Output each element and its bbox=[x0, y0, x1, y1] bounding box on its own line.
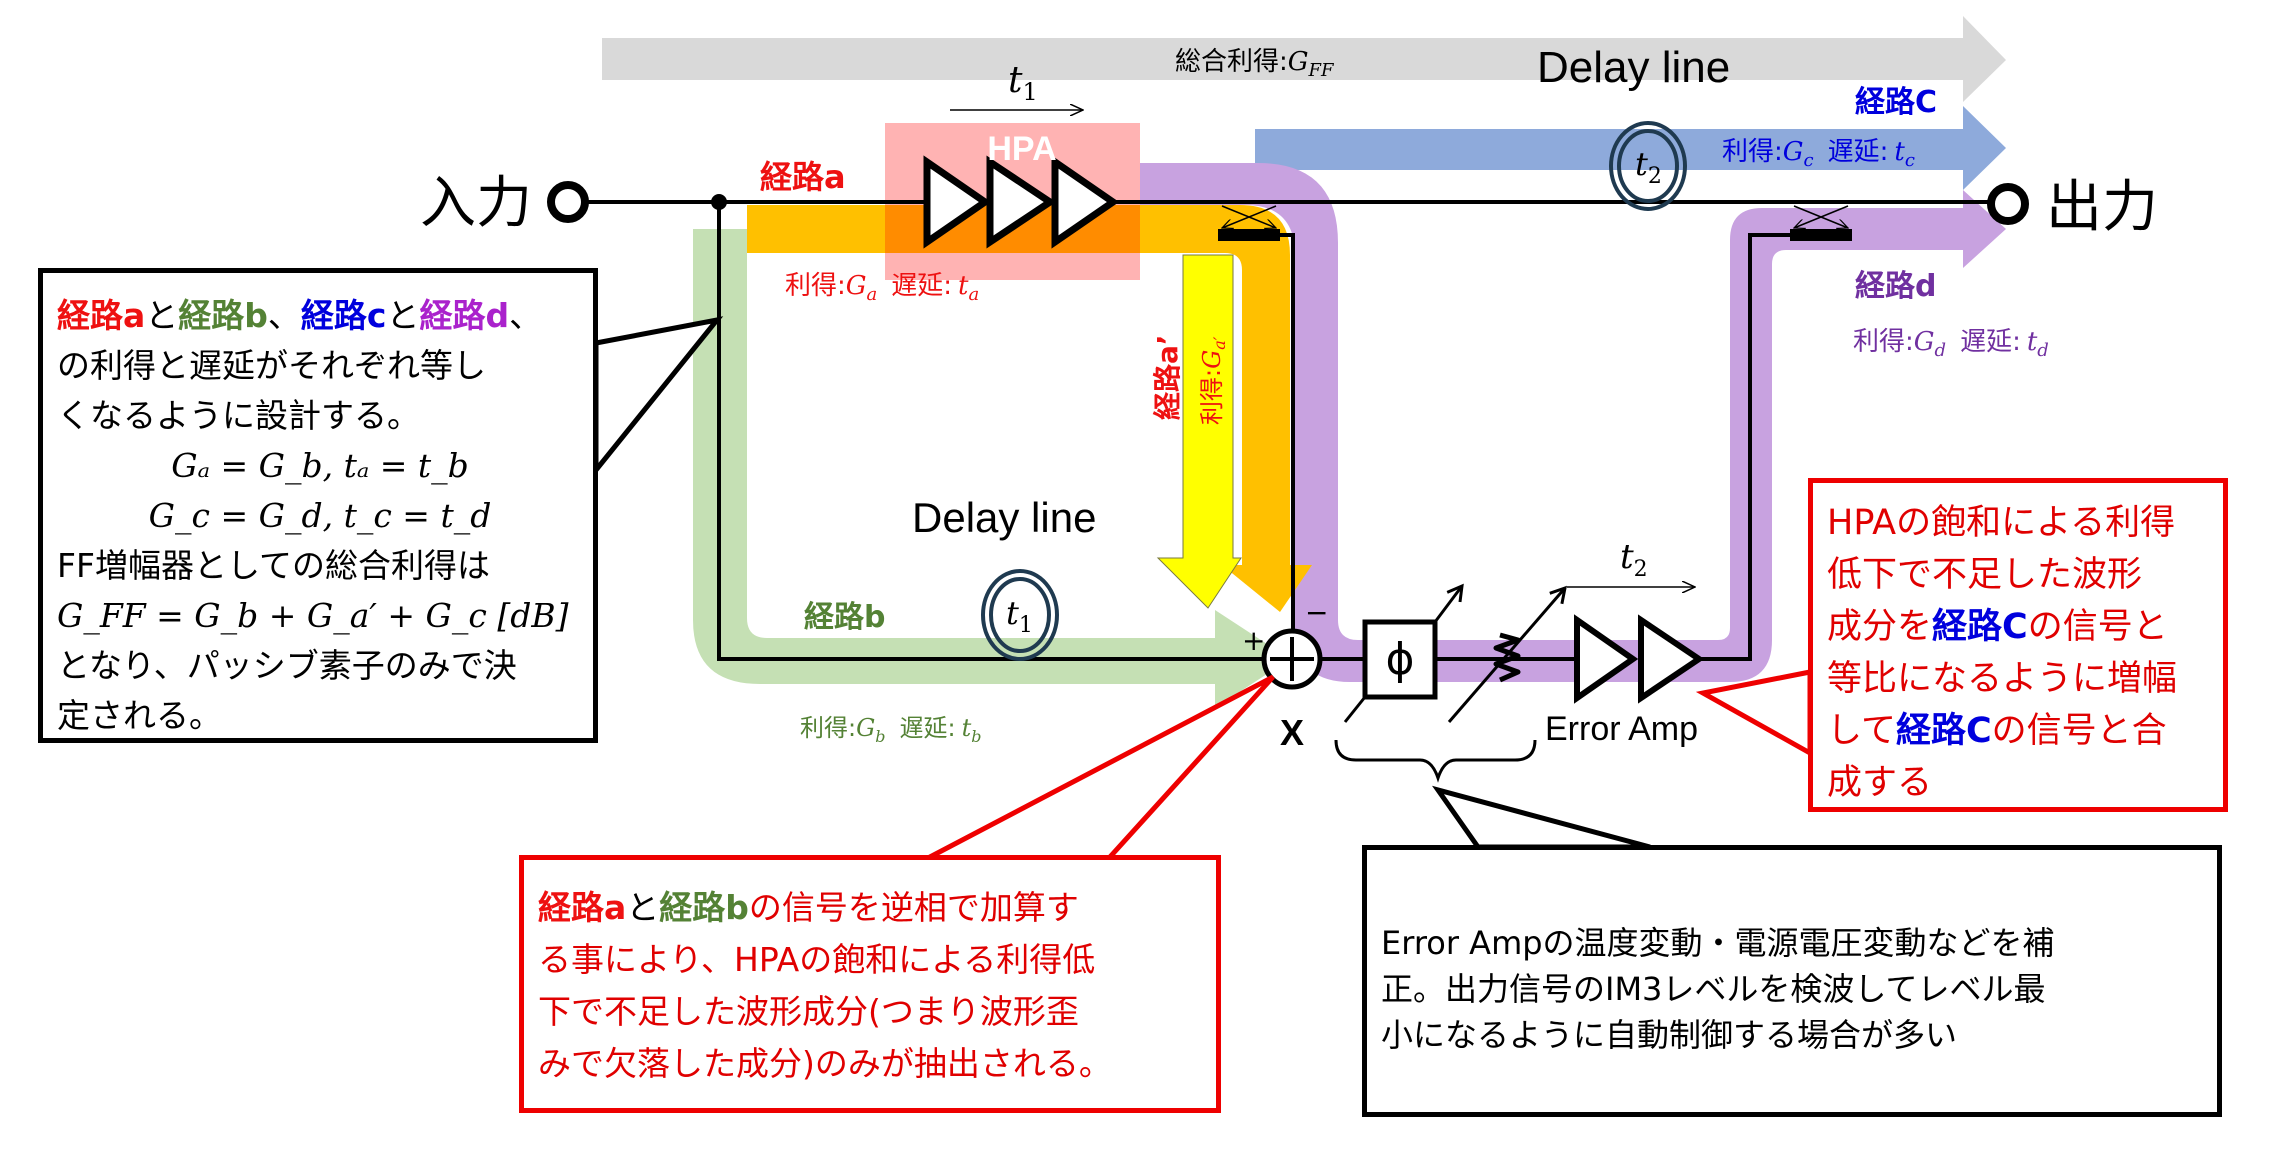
path-a-band bbox=[747, 205, 1312, 612]
left-callout-line4: FF増幅器としての総合利得は bbox=[57, 546, 490, 585]
phase-shifter-control-line bbox=[1343, 696, 1367, 723]
total-gain-label: 総合利得:GFF bbox=[1175, 47, 1335, 81]
attenuator-icon bbox=[1493, 632, 1521, 683]
path-b-line bbox=[717, 202, 1262, 661]
black-callout-line1: Error Ampの温度変動・電源電圧変動などを補 bbox=[1381, 924, 2055, 962]
delay-line-1-label: Delay line bbox=[912, 494, 1096, 541]
directional-coupler-2 bbox=[1790, 205, 1852, 241]
combiner-minus: − bbox=[1305, 596, 1328, 629]
hpa-delay-symbol: t1 bbox=[1008, 60, 1038, 106]
left-callout-line5: となり、パッシブ素子のみで決 bbox=[57, 646, 517, 685]
bottom-callout-line4: みで欠落した成分)のみが抽出される。 bbox=[538, 1044, 1112, 1083]
left-callout-line1-segment: 経路b bbox=[178, 296, 268, 335]
error-amp-icon bbox=[1574, 614, 1705, 704]
right-callout-line5: して経路Cの信号と合 bbox=[1827, 705, 2213, 757]
path-d-band-right bbox=[1680, 190, 2006, 682]
right-callout-line1: HPAの飽和による利得 bbox=[1827, 503, 2176, 543]
left-callout-line1-segment: 、 bbox=[509, 296, 543, 335]
combiner-icon bbox=[1261, 628, 1323, 690]
output-terminal-icon bbox=[1987, 183, 2029, 225]
combiner-node-label: X bbox=[1280, 712, 1304, 753]
right-callout-line2: 低下で不足した波形 bbox=[1827, 555, 2143, 595]
input-label: 入力 bbox=[420, 171, 532, 236]
left-callout-eq1: Gₐ = G_b, tₐ = t_b bbox=[171, 446, 469, 485]
right-callout-line5-segment: 経路C bbox=[1895, 711, 1992, 751]
phase-shifter-symbol: ϕ bbox=[1385, 634, 1414, 685]
bottom-callout-line2: る事により、HPAの飽和による利得低 bbox=[538, 940, 1096, 979]
path-a-prime-gain: 利得:Ga′ bbox=[1198, 336, 1229, 425]
delay-line-1-symbol: t1 bbox=[1006, 594, 1033, 638]
bottom-red-callout-box: 経路aと経路bの信号を逆相で加算す る事により、HPAの飽和による利得低 下で不… bbox=[519, 855, 1221, 1113]
right-callout-line3: 成分を経路Cの信号と bbox=[1827, 601, 2213, 653]
bottom-callout-line1-segment: の信号を逆相で加算す bbox=[748, 888, 1079, 927]
bottom-callout-line1: 経路aと経路bの信号を逆相で加算す bbox=[538, 882, 1206, 934]
left-callout-line2: の利得と遅延がそれぞれ等し bbox=[57, 346, 486, 385]
left-callout-line1-segment: 経路c bbox=[300, 296, 387, 335]
left-callout-line1-segment: と bbox=[386, 296, 420, 335]
error-amp-delay-symbol: t2 bbox=[1620, 537, 1648, 582]
right-callout-line3-segment: 成分を bbox=[1827, 607, 1933, 647]
path-b-name: 経路b bbox=[804, 600, 885, 635]
delay-line-2-label: Delay line bbox=[1537, 43, 1730, 92]
total-gain-band bbox=[602, 16, 2006, 102]
path-a-prime-name: 経路a’ bbox=[1151, 334, 1184, 420]
path-d-name: 経路d bbox=[1855, 269, 1936, 304]
combiner-plus: + bbox=[1242, 624, 1265, 657]
amp-to-coupler-2-line bbox=[1700, 233, 1825, 661]
input-terminal-icon bbox=[547, 181, 589, 223]
delay-line-2-icon bbox=[1609, 121, 1687, 211]
black-callout-line3: 小になるように自動制御する場合が多い bbox=[1381, 1016, 1958, 1054]
bottom-callout-pointer bbox=[926, 674, 1275, 861]
control-brace bbox=[1334, 739, 1537, 783]
phase-shifter-icon bbox=[1362, 619, 1438, 700]
left-callout-box: 経路aと経路b、経路cと経路d、 の利得と遅延がそれぞれ等し くなるように設計す… bbox=[38, 268, 598, 743]
bottom-callout-line1-segment: と bbox=[626, 888, 660, 927]
hpa-amplifier-icon bbox=[923, 155, 1120, 249]
left-callout-line1-segment: 経路a bbox=[57, 296, 146, 335]
attenuator-adjust-arrow bbox=[1447, 585, 1567, 723]
left-callout-line6: 定される。 bbox=[57, 696, 222, 735]
left-callout-line1-segment: と bbox=[145, 296, 179, 335]
hpa-label: HPA bbox=[987, 130, 1056, 168]
delay-line-2-symbol: t2 bbox=[1635, 145, 1662, 189]
path-c-band bbox=[1255, 106, 2006, 190]
left-callout-line1-segment: 経路d bbox=[419, 296, 510, 335]
right-red-callout-box: HPAの飽和による利得 低下で不足した波形 成分を経路Cの信号と 等比になるよう… bbox=[1808, 478, 2228, 812]
directional-coupler-1 bbox=[1218, 205, 1280, 241]
left-callout-eq2: G_c = G_d, t_c = t_d bbox=[148, 496, 492, 535]
right-callout-pointer bbox=[1695, 668, 1813, 758]
error-amp-callout-box: Error Ampの温度変動・電源電圧変動などを補 正。出力信号のIM3レベルを… bbox=[1362, 845, 2222, 1117]
left-callout-line1-segment: 、 bbox=[267, 296, 301, 335]
output-label: 出力 bbox=[2046, 175, 2158, 240]
bottom-callout-line1-segment: 経路a bbox=[538, 888, 627, 927]
right-callout-line5-segment: して bbox=[1827, 711, 1896, 751]
error-amp-label: Error Amp bbox=[1545, 710, 1698, 748]
path-a-name: 経路a bbox=[760, 158, 846, 196]
right-callout-line3-segment: 経路C bbox=[1932, 607, 2028, 647]
right-callout-line4: 等比になるように増幅 bbox=[1827, 659, 2178, 699]
bottom-callout-line1-segment: 経路b bbox=[659, 888, 749, 927]
bottom-callout-line3: 下で不足した波形成分(つまり波形歪 bbox=[538, 992, 1079, 1031]
right-callout-line5-segment: の信号と合 bbox=[1991, 711, 2167, 751]
left-callout-eq3: G_FF = G_b + G_a′ + G_c [dB] bbox=[57, 596, 569, 635]
path-c-name: 経路C bbox=[1855, 85, 1937, 120]
black-callout-pointer bbox=[1431, 785, 1651, 850]
delay-line-1-icon bbox=[981, 569, 1059, 661]
left-callout-line3: くなるように設計する。 bbox=[57, 396, 420, 435]
phase-shifter-adjust-arrow bbox=[1433, 583, 1464, 623]
right-callout-line6: 成する bbox=[1827, 763, 1933, 803]
left-callout-line1: 経路aと経路b、経路cと経路d、 bbox=[57, 291, 583, 341]
coupler-1-line bbox=[1280, 233, 1295, 629]
right-callout-line3-segment: の信号と bbox=[2027, 607, 2168, 647]
path-a-prime-arrow bbox=[1156, 254, 1242, 609]
black-callout-line2: 正。出力信号のIM3レベルを検波してレベル最 bbox=[1381, 970, 2046, 1008]
